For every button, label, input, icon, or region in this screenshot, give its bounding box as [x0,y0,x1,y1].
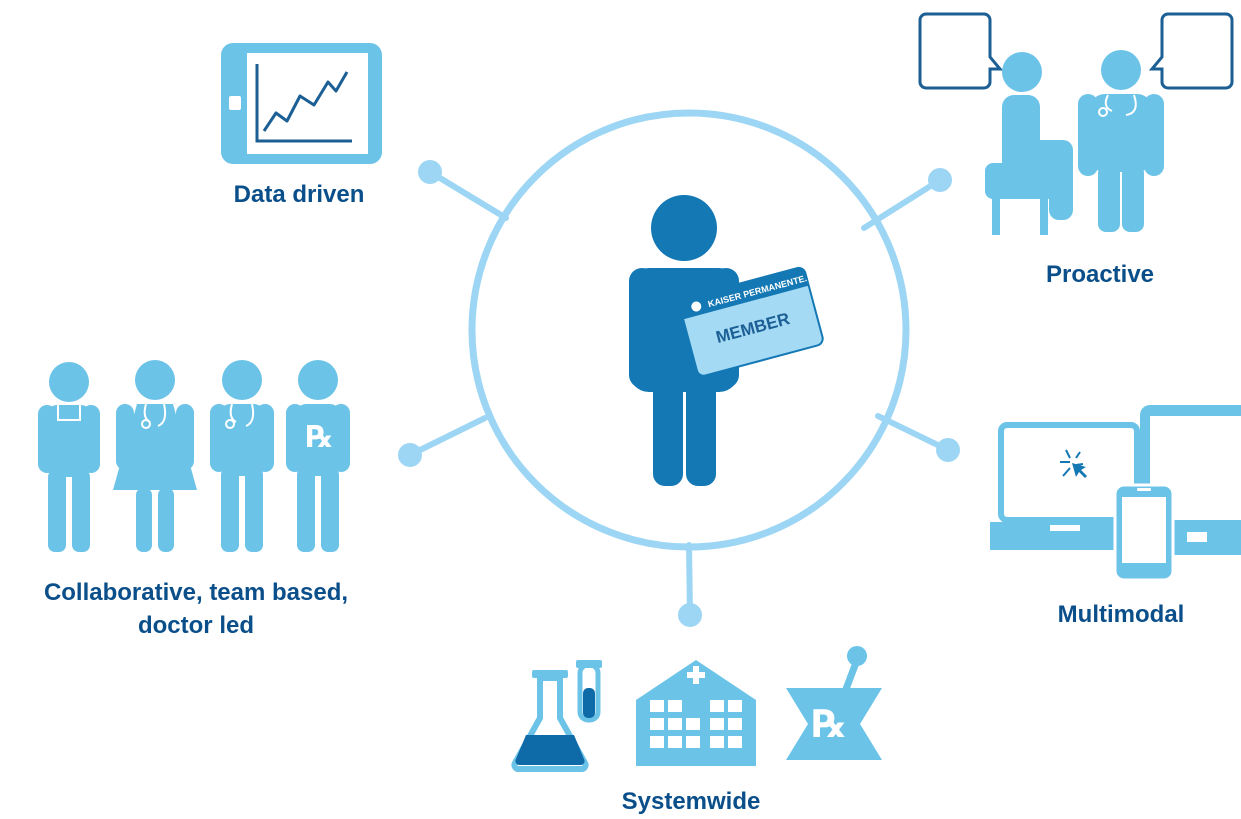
connector-collaborative [407,415,488,458]
hospital-icon [636,660,756,766]
label-proactive: Proactive [1045,261,1155,288]
member-card: KAISER PERMANENTE. MEMBER [678,266,824,377]
label-multimodal: Multimodal [1057,601,1185,628]
lab-flask-icon [511,660,602,772]
card-logo-icon [691,301,702,312]
center-circle [468,109,910,551]
connector-data-driven [427,169,509,221]
connector-multimodal [875,413,951,453]
doctor-patient-conversation-icon [918,12,1234,235]
node-dot-collaborative [398,443,422,467]
node-dot-proactive [928,168,952,192]
speech-bubble-left [918,12,1004,90]
devices-icon [990,405,1241,582]
label-data-driven: Data driven [233,181,365,208]
rx-icon-pharmacy: ℞ [812,702,846,746]
speech-bubble-right [1148,12,1234,90]
node-dot-data-driven [418,160,442,184]
node-dot-systemwide [678,603,702,627]
rx-icon-team: ℞ [306,420,333,455]
team-details [57,403,255,429]
label-collaborative-line1: Collaborative, team based, [43,579,349,606]
node-dot-multimodal [936,438,960,462]
apron-icon [57,404,81,421]
stethoscope-icon [1104,94,1137,116]
pharmacy-mortar-icon [786,646,882,760]
tablet-chart-icon [221,43,382,164]
laptop-screen [998,422,1140,523]
cursor-click-icon [1060,449,1084,477]
care-team-icon [38,360,350,552]
label-systemwide: Systemwide [621,788,761,815]
label-collaborative-line2: doctor led [137,612,254,639]
stethoscope-icon [229,403,255,427]
